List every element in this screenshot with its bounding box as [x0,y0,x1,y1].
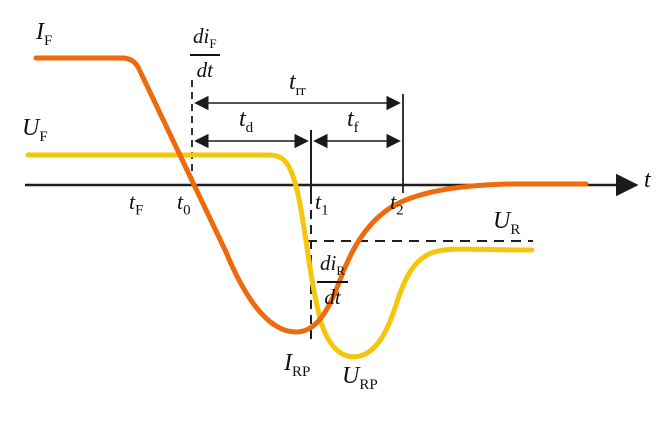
td-label: td [239,106,254,136]
tick-tF-label: tF [129,189,144,219]
forward-current-label: IF [36,19,53,49]
reverse-didt-fraction: diR dt [317,251,349,309]
trr-label: trr [289,69,306,99]
reverse-voltage-level-label: UR [493,208,521,238]
tick-t1-label: t1 [315,189,329,219]
forward-voltage-label: UF [22,115,48,145]
forward-current-symbol: I [36,19,44,45]
forward-didt-fraction: diF dt [190,24,220,82]
tick-t0-label: t0 [177,189,191,219]
voltage-curve [25,152,535,360]
reverse-peak-voltage-label: URP [342,363,378,393]
tick-t2-label: t2 [390,189,404,219]
time-axis-label: t [644,167,651,193]
tf-label: tf [347,106,359,136]
current-curve [33,55,589,335]
reverse-peak-current-label: IRP [284,350,311,380]
